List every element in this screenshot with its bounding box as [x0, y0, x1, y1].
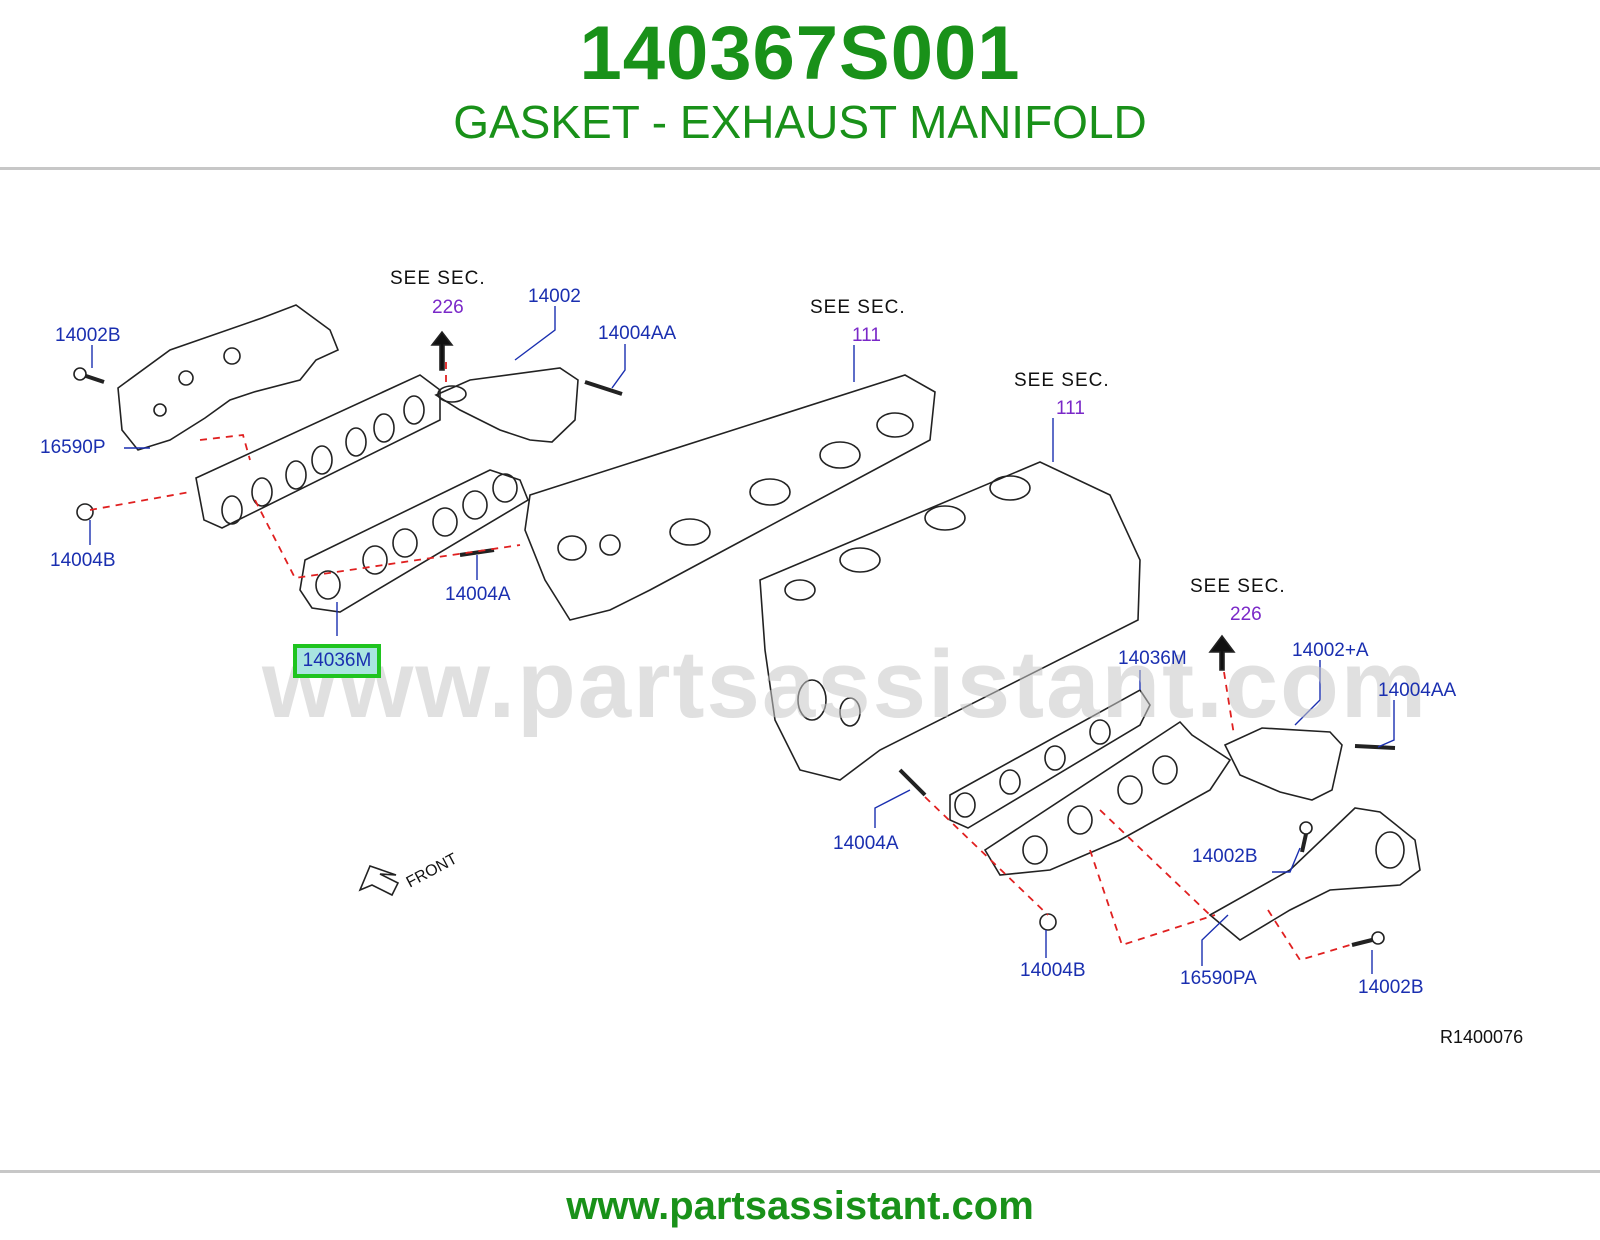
see-sec-ref[interactable]: 111	[1056, 398, 1085, 419]
part-label[interactable]: 14004AA	[1378, 680, 1457, 701]
part-label[interactable]: 16590PA	[1180, 968, 1257, 989]
see-sec-label: SEE SEC.	[390, 268, 486, 289]
see-sec-ref[interactable]: 226	[1230, 604, 1262, 625]
gasket-left	[299, 469, 529, 613]
part-label[interactable]: 14004A	[833, 833, 899, 854]
part-label[interactable]: 14004AA	[598, 323, 677, 344]
see-sec-label: SEE SEC.	[810, 297, 906, 318]
part-label[interactable]: 14002B	[1192, 846, 1258, 867]
cylinder-head-left	[524, 374, 936, 621]
see-sec-label: SEE SEC.	[1190, 576, 1286, 597]
manifold-right	[983, 720, 1232, 876]
watermark: www.partsassistant.com	[262, 631, 1429, 738]
diagram-code: R1400076	[1440, 1027, 1524, 1047]
highlighted-part-14036m[interactable]: 14036M	[293, 644, 381, 678]
see-sec-ref[interactable]: 226	[432, 297, 464, 318]
part-label[interactable]: 14002B	[55, 325, 121, 346]
front-arrow	[358, 864, 400, 897]
manifold-left	[195, 374, 441, 529]
see-sec-label: SEE SEC.	[1014, 370, 1110, 391]
header-divider	[0, 167, 1600, 170]
part-label[interactable]: 14036M	[1118, 648, 1187, 669]
part-label[interactable]: 14002+A	[1292, 640, 1369, 661]
heat-shield-left	[117, 304, 340, 451]
part-label[interactable]: 14004B	[50, 550, 116, 571]
part-label[interactable]: 16590P	[40, 437, 106, 458]
see-sec-ref[interactable]: 111	[852, 325, 881, 346]
heat-shield-right	[1208, 807, 1421, 941]
footer-url[interactable]: www.partsassistant.com	[566, 1184, 1034, 1228]
part-label[interactable]: 14004A	[445, 584, 511, 605]
catalyst-left	[434, 367, 579, 443]
footer-divider	[0, 1170, 1600, 1173]
exploded-diagram	[73, 304, 1421, 974]
part-label[interactable]: 14002	[528, 286, 581, 307]
catalyst-right	[1223, 727, 1343, 801]
part-label[interactable]: 14004B	[1020, 960, 1086, 981]
cylinder-head-right	[759, 461, 1141, 781]
part-label[interactable]: 14002B	[1358, 977, 1424, 998]
part-title: GASKET - EXHAUST MANIFOLD	[453, 96, 1147, 148]
part-number: 140367S001	[579, 11, 1021, 96]
